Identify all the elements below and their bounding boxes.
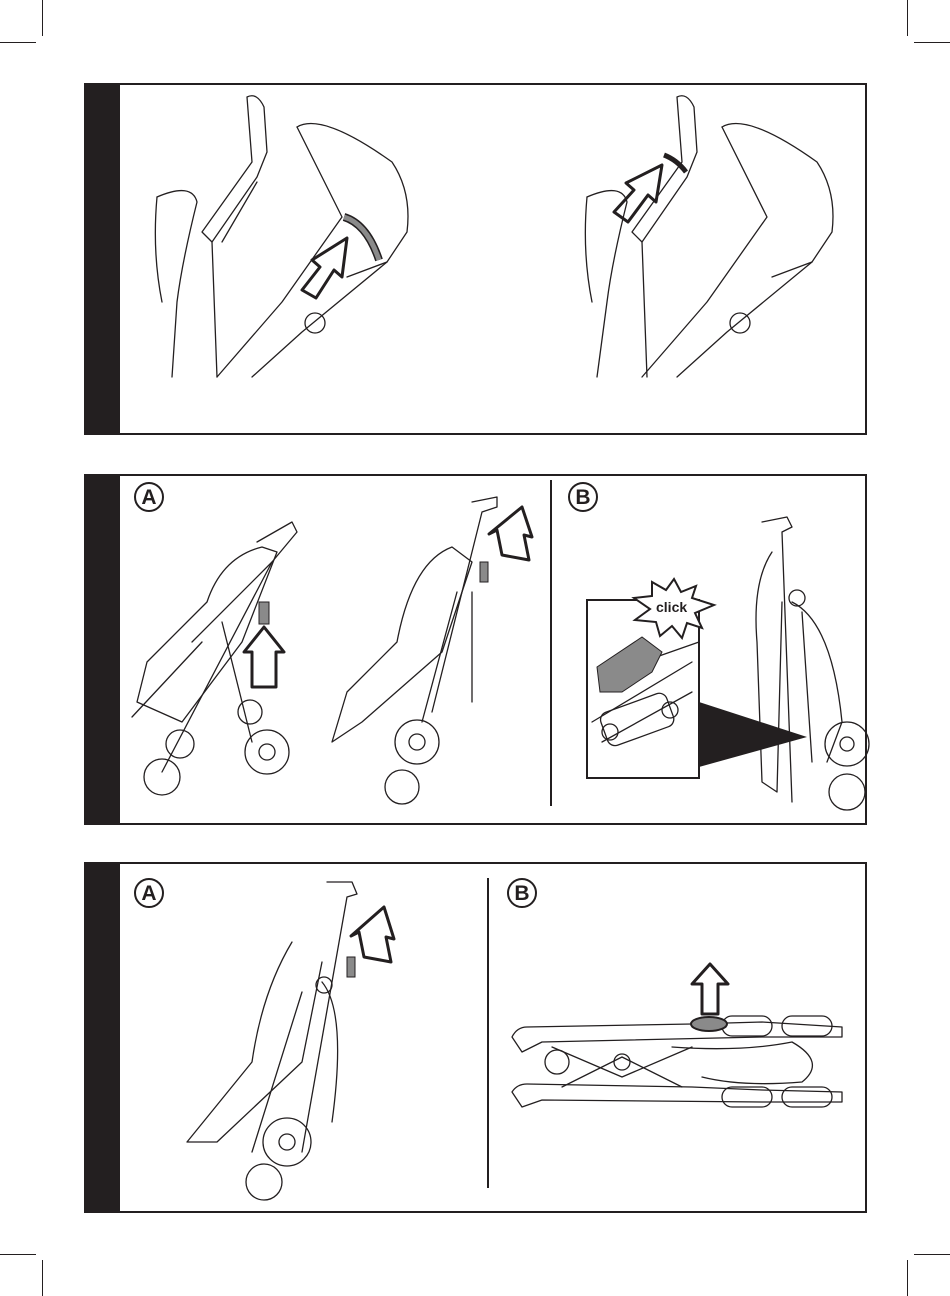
divider	[487, 878, 489, 1188]
step-marker-bar	[86, 85, 120, 433]
step-marker-bar	[86, 476, 120, 823]
divider	[550, 480, 552, 806]
label-a: A	[134, 878, 164, 908]
unfolding-illustration	[186, 881, 843, 1201]
label-b: B	[568, 482, 598, 512]
crop-mark	[0, 42, 36, 43]
handle-illustration-left	[154, 95, 834, 378]
step-3-panel: A B	[84, 862, 867, 1213]
label-a: A	[134, 482, 164, 512]
step-marker-bar	[86, 864, 120, 1211]
crop-mark	[42, 0, 43, 36]
crop-mark	[907, 0, 908, 36]
crop-mark	[914, 42, 950, 43]
label-b: B	[507, 878, 537, 908]
crop-mark	[907, 1260, 908, 1296]
crop-mark	[42, 1260, 43, 1296]
step-1-panel	[84, 83, 867, 435]
step-2-panel: A B	[84, 474, 870, 825]
click-callout: click	[656, 599, 687, 615]
crop-mark	[914, 1254, 950, 1255]
crop-mark	[0, 1254, 36, 1255]
folding-illustration: click	[131, 496, 870, 811]
